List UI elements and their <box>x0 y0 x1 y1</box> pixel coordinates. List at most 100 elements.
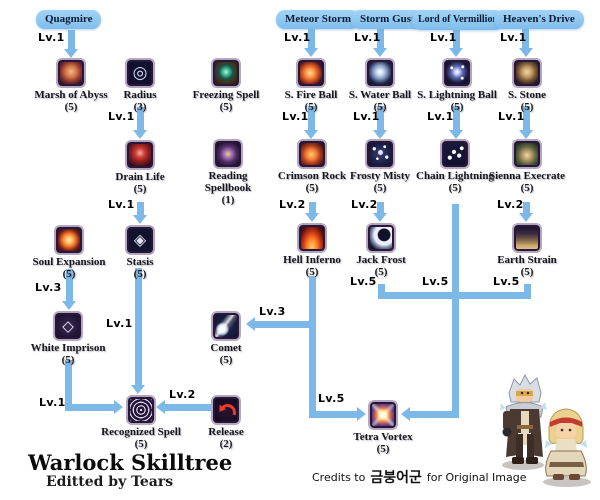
skill-label-release: Release(2) <box>174 426 278 450</box>
skill-name: Comet <box>210 342 242 354</box>
skill-max-level: (2) <box>219 438 233 450</box>
connector-line <box>136 202 144 215</box>
arrowhead-down <box>449 48 463 57</box>
skill-label-s-water-ball: S. Water Ball(5) <box>328 89 432 113</box>
skill-name: Frosty Misty <box>350 170 410 182</box>
connector-line <box>308 202 316 213</box>
arrowhead-down <box>133 130 147 139</box>
soul-expansion-icon[interactable] <box>55 226 83 254</box>
skill-header-meteor-storm[interactable]: Meteor Storm <box>276 10 361 29</box>
radius-icon[interactable]: ◎ <box>126 59 154 87</box>
frosty-misty-icon[interactable] <box>366 140 394 168</box>
skill-max-level: (5) <box>61 354 75 366</box>
skill-name: S. Stone <box>508 89 546 101</box>
connector-line <box>376 106 384 130</box>
freezing-spell-icon[interactable] <box>212 59 240 87</box>
white-imprison-icon[interactable]: ◇ <box>54 312 82 340</box>
release-icon[interactable] <box>212 396 240 424</box>
stasis-icon[interactable]: ◈ <box>126 226 154 254</box>
connector-line <box>308 410 357 418</box>
hell-inferno-icon[interactable] <box>298 224 326 252</box>
skill-label-jack-frost: Jack Frost(5) <box>329 254 433 278</box>
skill-name: White Imprison <box>30 342 106 354</box>
skill-label-crimson-rock: Crimson Rock(5) <box>260 170 364 194</box>
connector-line <box>523 284 531 296</box>
level-requirement-label: Lv.3 <box>35 281 62 294</box>
skill-label-comet: Comet(5) <box>174 342 278 366</box>
connector-line <box>136 107 144 130</box>
level-requirement-label: Lv.1 <box>354 31 381 44</box>
skill-header-lord-of-vermillion[interactable]: Lord of Vermillion <box>412 10 505 30</box>
arrowhead-down <box>373 130 387 139</box>
skill-name: S. Water Ball <box>348 89 412 101</box>
connector-line <box>521 29 529 48</box>
s-fire-ball-icon[interactable] <box>297 59 325 87</box>
skill-header-heavens-drive[interactable]: Heaven's Drive <box>494 10 584 29</box>
level-requirement-label: Lv.5 <box>493 275 520 288</box>
level-requirement-label: Lv.2 <box>351 198 378 211</box>
skill-label-tetra-vortex: Tetra Vortex(5) <box>331 431 435 455</box>
warlock-female-sprite <box>543 408 591 487</box>
skill-name: Reading Spellbook <box>204 170 252 194</box>
skill-max-level: (5) <box>305 182 319 194</box>
level-requirement-label: Lv.3 <box>259 305 286 318</box>
skill-max-level: (5) <box>133 183 147 195</box>
arrowhead-left <box>156 400 165 414</box>
comet-icon[interactable] <box>212 312 240 340</box>
skill-name: Sienna Execrate <box>488 170 566 182</box>
level-requirement-label: Lv.5 <box>350 275 377 288</box>
jack-frost-icon[interactable] <box>367 224 395 252</box>
skill-max-level: (5) <box>219 101 233 113</box>
level-requirement-label: Lv.1 <box>39 396 66 409</box>
level-requirement-label: Lv.1 <box>38 31 65 44</box>
s-stone-icon[interactable] <box>513 59 541 87</box>
skill-header-storm-gust[interactable]: Storm Gust <box>351 10 424 29</box>
skill-label-stasis: Stasis(5) <box>88 256 192 280</box>
arrowhead-down <box>449 130 463 139</box>
connector-line <box>376 29 384 48</box>
drain-life-icon[interactable] <box>126 141 154 169</box>
sienna-execrate-icon[interactable] <box>513 140 541 168</box>
connector-line <box>308 276 316 418</box>
level-requirement-label: Lv.5 <box>422 275 449 288</box>
recognized-spell-icon[interactable] <box>127 396 155 424</box>
skill-max-level: (1) <box>221 194 235 206</box>
skill-name: Release <box>208 426 244 438</box>
level-requirement-label: Lv.1 <box>108 110 135 123</box>
arrowhead-down <box>373 213 387 222</box>
skill-name: Jack Frost <box>356 254 406 266</box>
chain-lightning-icon[interactable] <box>441 140 469 168</box>
skill-name: Freezing Spell <box>192 89 260 101</box>
level-requirement-label: Lv.1 <box>282 110 309 123</box>
connector-line <box>307 106 315 130</box>
connector-line <box>64 403 114 411</box>
crimson-rock-icon[interactable] <box>298 140 326 168</box>
skill-max-level: (3) <box>133 101 147 113</box>
skill-max-level: (5) <box>219 354 233 366</box>
arrowhead-down <box>519 130 533 139</box>
level-requirement-label: Lv.2 <box>169 388 196 401</box>
tetra-vortex-icon[interactable] <box>369 401 397 429</box>
skill-label-white-imprison: White Imprison(5) <box>16 342 120 366</box>
reading-spellbook-icon[interactable] <box>214 140 242 168</box>
earth-strain-icon[interactable] <box>513 224 541 252</box>
skill-label-sienna-execrate: Sienna Execrate(5) <box>475 170 579 194</box>
level-requirement-label: Lv.1 <box>427 110 454 123</box>
connector-line <box>451 204 459 418</box>
s-lightning-ball-icon[interactable] <box>443 59 471 87</box>
connector-line <box>452 29 460 48</box>
s-water-ball-icon[interactable] <box>366 59 394 87</box>
arrowhead-down <box>519 48 533 57</box>
skill-name: Tetra Vortex <box>353 431 413 443</box>
connector-line <box>65 269 73 301</box>
skill-name: Marsh of Abyss <box>34 89 108 101</box>
credits-prefix: Credits to <box>312 470 366 484</box>
connector-line <box>522 202 530 213</box>
skill-label-recognized-spell: Recognized Spell(5) <box>89 426 193 450</box>
marsh-of-abyss-icon[interactable] <box>57 59 85 87</box>
level-requirement-label: Lv.5 <box>318 392 345 405</box>
skill-header-quagmire[interactable]: Quagmire <box>36 10 102 29</box>
skill-name: Radius <box>123 89 157 101</box>
connector-line <box>410 410 455 418</box>
